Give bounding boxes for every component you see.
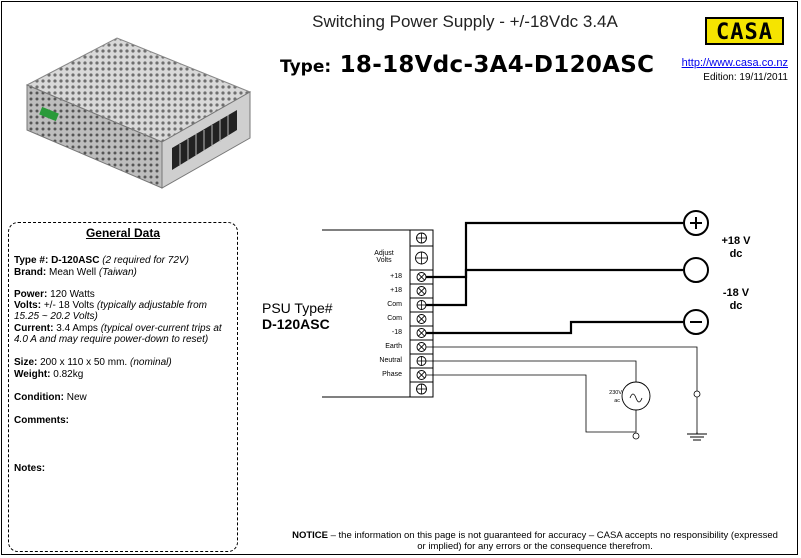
- casa-logo: CASA: [705, 17, 784, 45]
- terminal-label-minus18: -18: [391, 329, 402, 336]
- terminal-label-com-a: Com: [387, 301, 402, 308]
- terminal-label-earth: Earth: [385, 343, 402, 350]
- psu-title: PSU Type#: [262, 300, 333, 316]
- terminal-label-phase: Phase: [382, 371, 402, 378]
- power-line: Power: 120 Watts: [14, 288, 95, 300]
- psu-label: PSU Type# D-120ASC: [262, 300, 333, 332]
- comments-line: Comments:: [14, 415, 70, 427]
- footer-notice: NOTICE – the information on this page is…: [292, 530, 778, 552]
- current-line: Current: 3.4 Amps (typical over-current …: [14, 322, 222, 346]
- brand-line: Brand: Mean Well (Taiwan): [14, 266, 137, 278]
- weight-line: Weight: 0.82kg: [14, 368, 84, 380]
- logo-text: CASA: [716, 20, 773, 45]
- power-supply-photo: [25, 37, 252, 189]
- type-heading: Type: 18-18Vdc-3A4-D120ASC: [280, 52, 654, 78]
- edition-date: Edition: 19/11/2011: [703, 72, 788, 83]
- general-data-heading: General Data: [85, 226, 161, 240]
- psu-model: D-120ASC: [262, 316, 330, 332]
- terminal-label-com-b: Com: [387, 315, 402, 322]
- page-title: Switching Power Supply - +/-18Vdc 3.4A: [312, 12, 618, 31]
- type-label: Type:: [280, 57, 332, 77]
- type-line: Type #: D-120ASC (2 required for 72V): [14, 255, 189, 267]
- notes-line: Notes:: [14, 462, 46, 474]
- terminal-label-neutral: Neutral: [379, 357, 402, 364]
- type-value: 18-18Vdc-3A4-D120ASC: [339, 52, 655, 78]
- terminal-label-plus18-a: +18: [390, 273, 402, 280]
- condition-line: Condition: New: [14, 391, 87, 403]
- terminal-label-plus18-b: +18: [390, 287, 402, 294]
- general-data-box: General Data Type #: D-120ASC (2 require…: [8, 222, 238, 552]
- volts-line: Volts: +/- 18 Volts (typically adjustabl…: [14, 300, 207, 323]
- size-line: Size: 200 x 110 x 50 mm. (nominal): [14, 357, 172, 369]
- website-link[interactable]: http://www.casa.co.nz: [681, 57, 788, 69]
